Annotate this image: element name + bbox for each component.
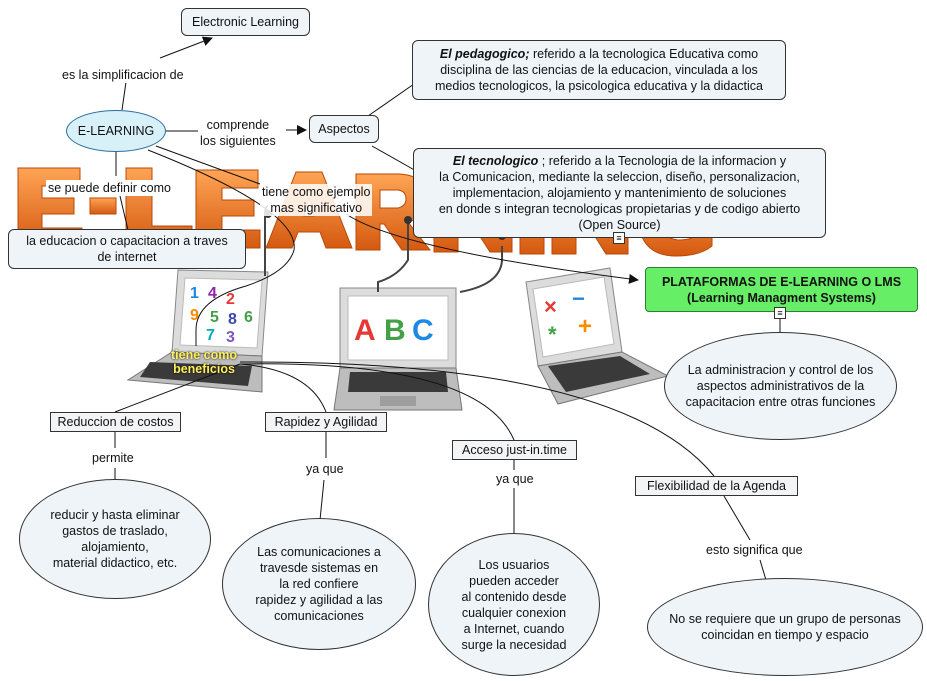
- svg-text:A: A: [354, 314, 376, 347]
- svg-text:+: +: [578, 313, 592, 340]
- svg-text:×: ×: [544, 294, 557, 319]
- electronic-learning-node[interactable]: Electronic Learning: [181, 8, 310, 36]
- svg-text:B: B: [384, 314, 406, 347]
- pedagogico-node[interactable]: El pedagogico; referido a la tecnologica…: [412, 40, 786, 100]
- tecnologico-description: ; referido a la Tecnologia de la informa…: [438, 154, 801, 232]
- line-aspectos-to-pedagogico: [367, 83, 415, 117]
- arrow-to-electronic-learning: [159, 36, 213, 59]
- lms-description-node[interactable]: La administracion y control de los aspec…: [664, 332, 897, 440]
- svg-text:8: 8: [228, 311, 237, 328]
- rapidez-node[interactable]: Rapidez y Agilidad: [265, 412, 387, 432]
- reduccion-node[interactable]: Reduccion de costos: [50, 412, 181, 432]
- pedagogico-description: referido a la tecnologica Educativa como…: [435, 47, 763, 93]
- svg-text:6: 6: [244, 309, 253, 326]
- svg-text:7: 7: [206, 327, 215, 344]
- line-definir-to-definicion: [119, 195, 129, 231]
- reduccion-description-node[interactable]: reducir y hasta eliminar gastos de trasl…: [19, 479, 211, 599]
- tecnologico-node[interactable]: El tecnologico ; referido a la Tecnologi…: [413, 148, 826, 238]
- laptop-right-art: × − * +: [525, 267, 670, 405]
- beneficios-node[interactable]: tiene como beneficios: [171, 348, 237, 377]
- svg-text:5: 5: [210, 309, 219, 326]
- svg-text:*: *: [548, 322, 557, 347]
- svg-text:1: 1: [190, 285, 199, 302]
- line-yaque-to-desc: [319, 479, 325, 521]
- svg-text:4: 4: [208, 285, 217, 302]
- cable-plug-art: [404, 216, 412, 224]
- pedagogico-text: El pedagogico; referido a la tecnologica…: [435, 46, 763, 94]
- rapidez-description-node[interactable]: Las comunicaciones a travesde sistemas e…: [222, 518, 416, 650]
- link-label-simplificacion: es la simplificacion de: [60, 67, 186, 83]
- svg-text:9: 9: [190, 307, 199, 324]
- acceso-node[interactable]: Acceso just-in.time: [452, 440, 577, 460]
- link-label-comprende: comprende los siguientes: [198, 117, 278, 149]
- lms-note-icon[interactable]: ≡: [774, 307, 786, 319]
- link-label-permite: permite: [90, 450, 136, 466]
- definicion-node[interactable]: la educacion o capacitacion a traves de …: [8, 229, 246, 269]
- line-beneficios-to-rapidez: [239, 363, 327, 413]
- acceso-description-node[interactable]: Los usuarios pueden acceder al contenido…: [428, 533, 600, 676]
- aspectos-node[interactable]: Aspectos: [309, 115, 379, 143]
- lms-node[interactable]: PLATAFORMAS DE E-LEARNING O LMS (Learnin…: [645, 267, 918, 312]
- flexibilidad-description-node[interactable]: No se requiere que un grupo de personas …: [647, 578, 923, 676]
- line-beneficios-to-reduccion: [114, 363, 241, 413]
- e-learning-root-node[interactable]: E-LEARNING: [66, 110, 166, 152]
- link-label-ejemplo: tiene como ejemplo mas significativo: [260, 184, 373, 216]
- svg-text:C: C: [412, 314, 434, 347]
- line-root-to-ejemplo: [155, 145, 261, 185]
- line-significa-to-desc: [759, 559, 767, 581]
- link-label-definir: se puede definir como: [46, 180, 173, 196]
- svg-text:−: −: [572, 286, 585, 311]
- laptop-center-art: A B C: [333, 287, 463, 411]
- arrow-to-lms: [345, 213, 639, 284]
- tecnologico-note-icon[interactable]: ≡: [613, 232, 625, 244]
- line-beneficios-to-flexibilidad: [239, 361, 715, 477]
- svg-text:3: 3: [226, 329, 235, 346]
- line-root-to-beneficios: [147, 149, 295, 346]
- svg-text:2: 2: [226, 291, 235, 308]
- pedagogico-title: El pedagogico;: [439, 47, 530, 61]
- tecnologico-text: El tecnologico ; referido a la Tecnologi…: [439, 153, 800, 233]
- link-label-significa: esto significa que: [704, 542, 805, 558]
- line-flexibilidad-to-significa: [723, 495, 751, 541]
- link-label-ya-que-acceso: ya que: [494, 471, 536, 487]
- line-aspectos-to-tecnologico: [371, 145, 419, 173]
- tecnologico-title: El tecnologico: [452, 154, 539, 168]
- line-beneficios-to-acceso: [239, 363, 515, 441]
- link-label-ya-que-rapidez: ya que: [304, 461, 346, 477]
- line-root-to-simplificacion: [121, 81, 127, 111]
- flexibilidad-node[interactable]: Flexibilidad de la Agenda: [635, 476, 798, 496]
